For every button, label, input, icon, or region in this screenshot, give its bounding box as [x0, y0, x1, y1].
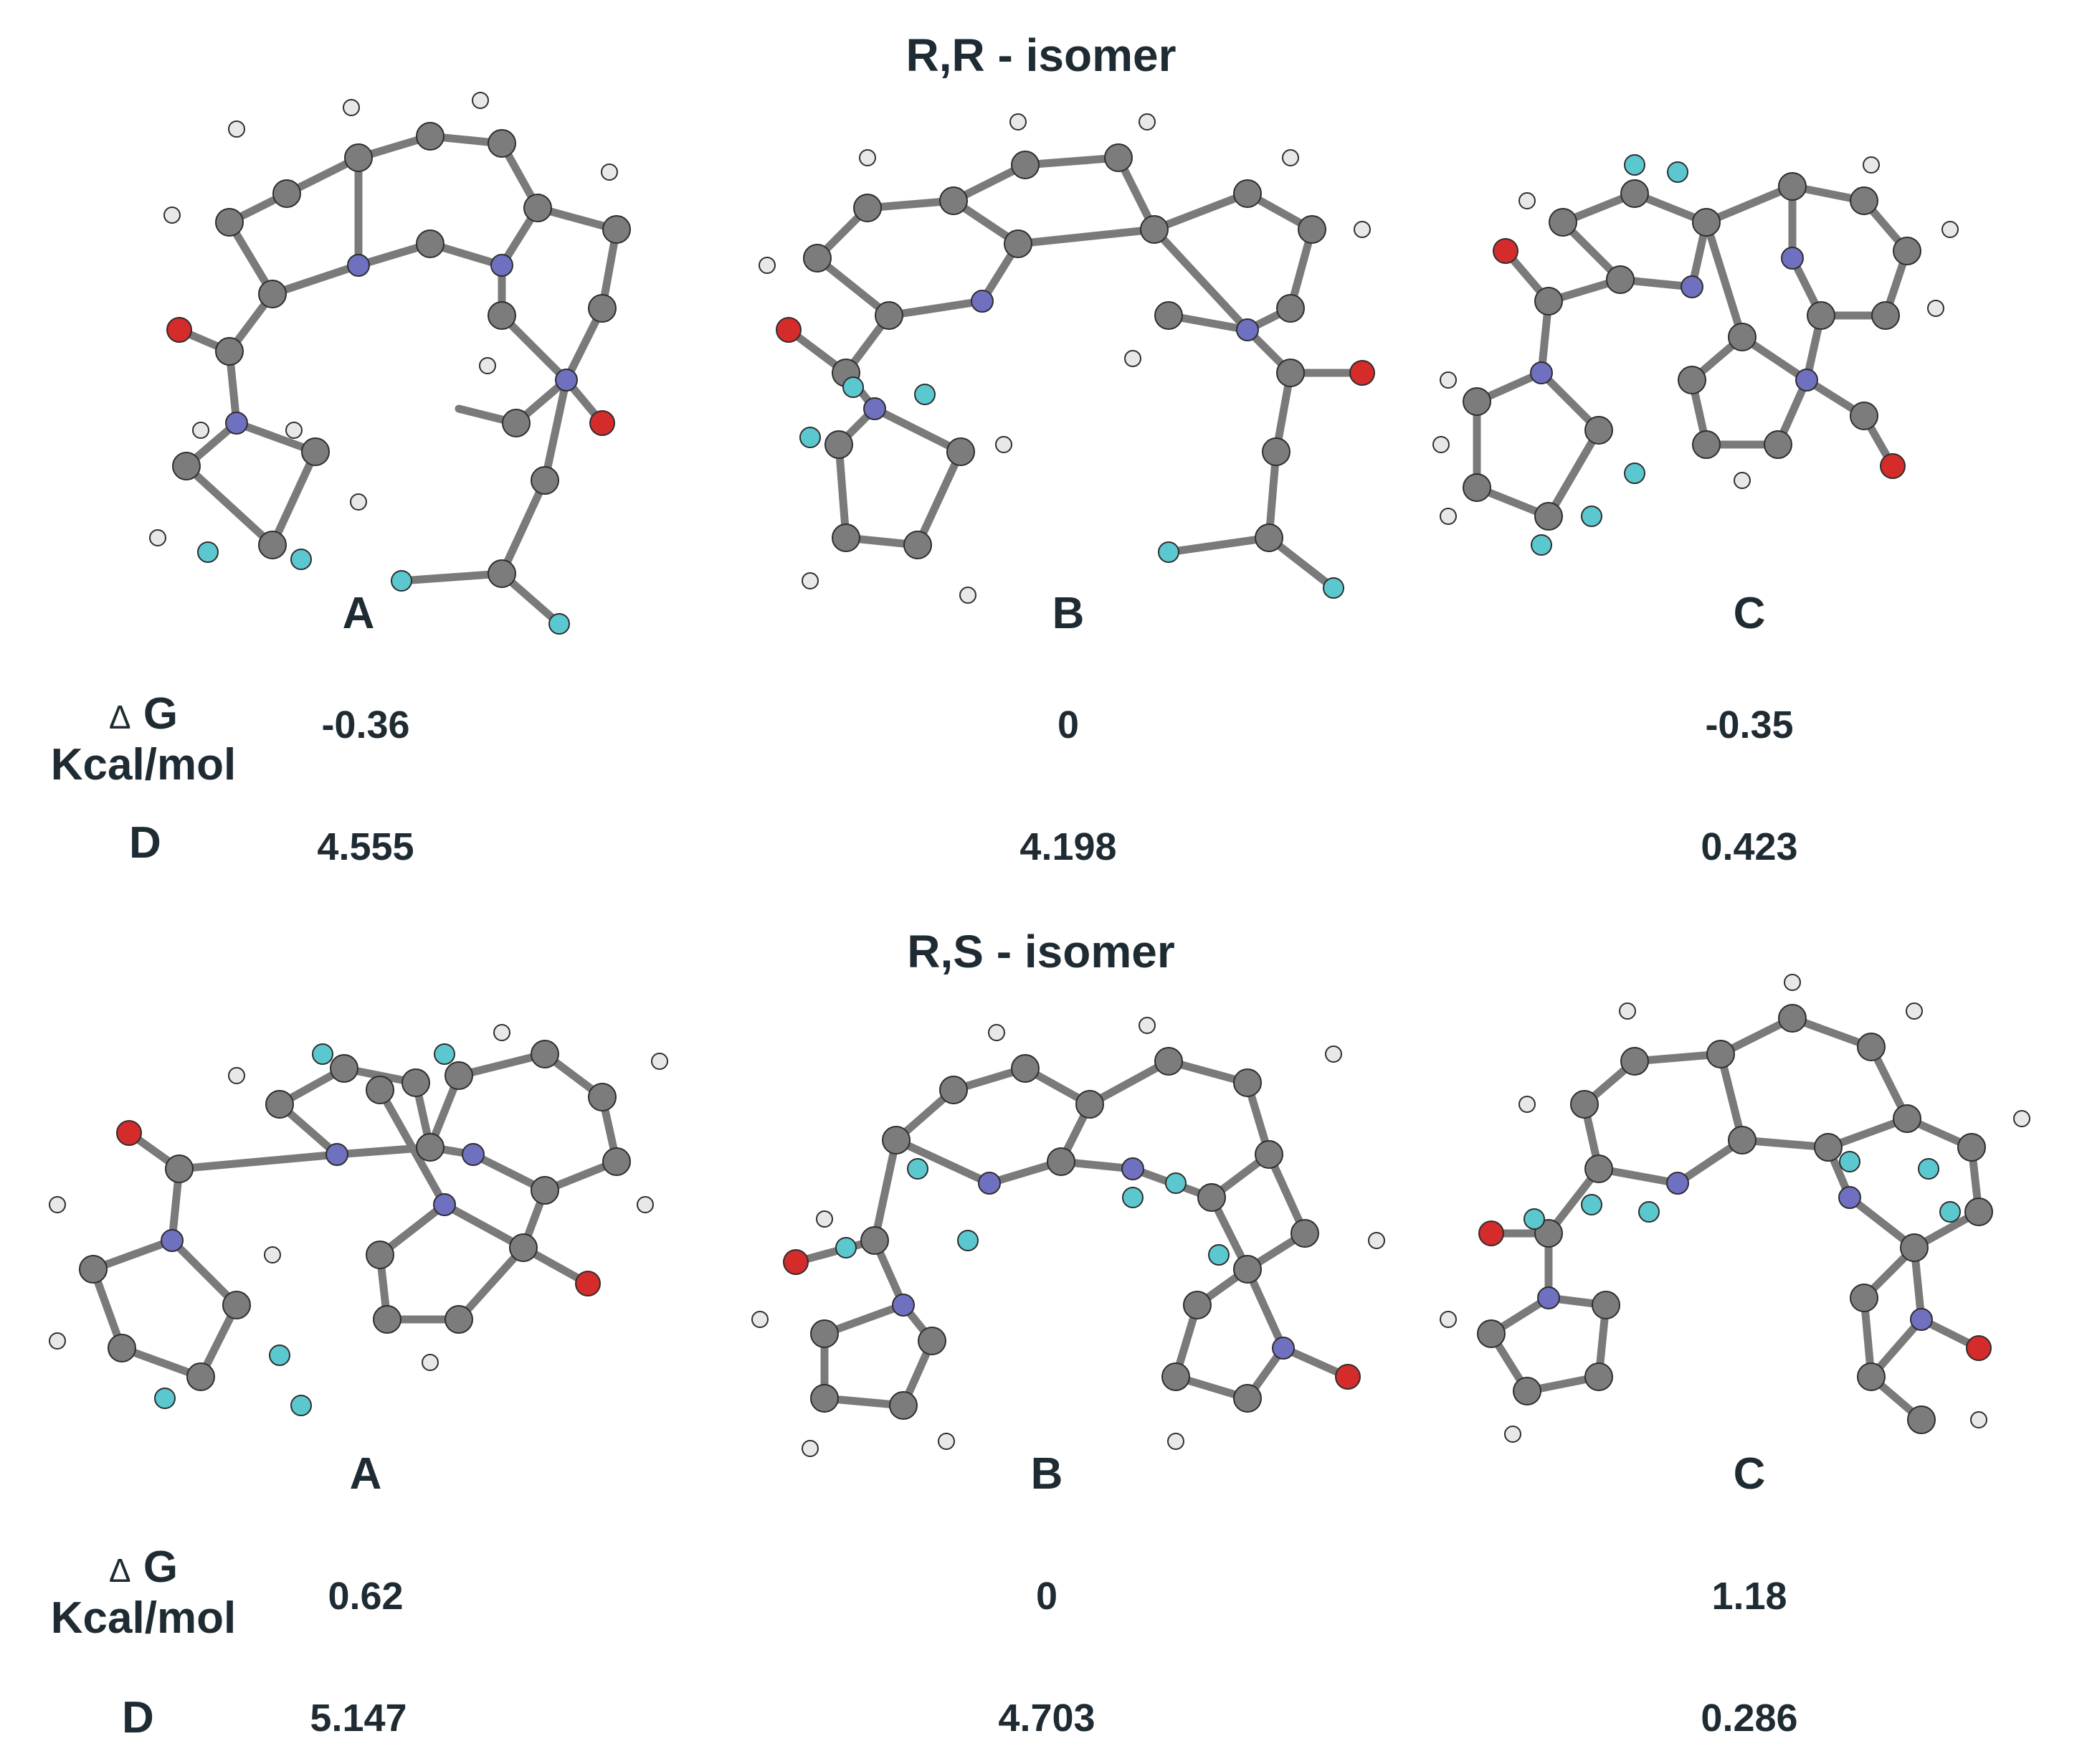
- rr-conformer-b-structure: [759, 113, 1375, 604]
- delta-symbol: Δ: [108, 1552, 131, 1589]
- rr-c-delta-g: -0.35: [1705, 703, 1794, 746]
- delta-symbol: Δ: [108, 698, 131, 736]
- rs-conformer-a-structure: [49, 1024, 668, 1416]
- rs-a-d: 5.147: [310, 1697, 407, 1740]
- rr-b-delta-g: 0: [1057, 703, 1080, 746]
- rs-conformer-b-structure: [751, 1017, 1385, 1457]
- delta-g-text: G: [143, 1542, 179, 1592]
- delta-g-unit: Kcal/mol: [50, 1593, 237, 1643]
- rr-b-d: 4.198: [1019, 825, 1117, 868]
- rs-conformer-b-label: B: [1030, 1449, 1063, 1499]
- rr-section-title: R,R - isomer: [905, 29, 1177, 81]
- rr-conformer-c-structure: [1432, 154, 1959, 556]
- rr-conformer-c-label: C: [1733, 589, 1766, 638]
- rs-a-delta-g: 0.62: [328, 1575, 404, 1618]
- rr-conformer-b-label: B: [1052, 589, 1085, 638]
- delta-g-text: G: [143, 689, 179, 739]
- rr-delta-g-label: Δ G Kcal/mol: [29, 688, 258, 790]
- rs-c-d: 0.286: [1701, 1697, 1798, 1740]
- rr-d-label: D: [129, 818, 161, 868]
- rs-conformer-c-structure: [1440, 974, 2030, 1443]
- rr-conformer-a-label: A: [342, 589, 375, 638]
- rs-conformer-c-label: C: [1733, 1449, 1766, 1499]
- rr-a-d: 4.555: [317, 825, 414, 868]
- rs-conformer-a-label: A: [349, 1449, 382, 1499]
- rr-conformer-a-structure: [149, 92, 631, 635]
- rs-delta-g-label: Δ G Kcal/mol: [29, 1542, 258, 1644]
- rs-d-label: D: [122, 1693, 154, 1742]
- delta-g-unit: Kcal/mol: [50, 740, 237, 789]
- rr-c-d: 0.423: [1701, 825, 1798, 868]
- rs-b-d: 4.703: [998, 1697, 1095, 1740]
- rs-section-title: R,S - isomer: [907, 926, 1175, 977]
- rs-b-delta-g: 0: [1035, 1575, 1058, 1618]
- rr-a-delta-g: -0.36: [321, 703, 410, 746]
- rs-c-delta-g: 1.18: [1711, 1575, 1787, 1618]
